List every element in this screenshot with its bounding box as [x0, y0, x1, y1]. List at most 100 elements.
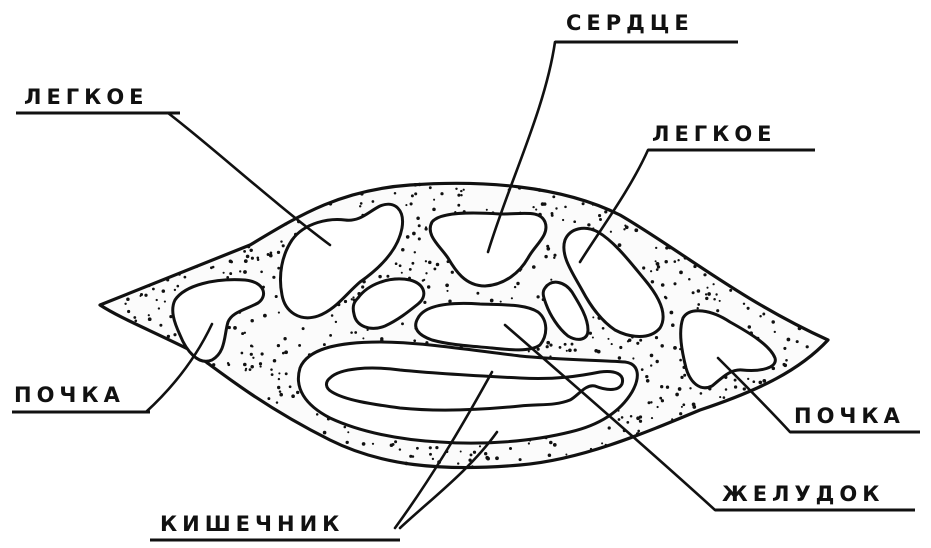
speckle-dot: [590, 448, 592, 450]
speckle-dot: [648, 401, 651, 404]
speckle-dot: [360, 192, 363, 195]
speckle-dot: [351, 298, 353, 300]
speckle-dot: [372, 200, 375, 203]
speckle-dot: [267, 397, 270, 400]
speckle-dot: [433, 199, 435, 201]
speckle-dot: [553, 443, 557, 447]
speckle-dot: [359, 205, 361, 207]
speckle-dot: [257, 259, 260, 262]
speckle-dot: [243, 363, 247, 367]
speckle-dot: [418, 224, 421, 227]
speckle-dot: [725, 388, 728, 391]
speckle-dot: [291, 394, 295, 398]
speckle-dot: [278, 372, 280, 374]
speckle-dot: [679, 359, 682, 362]
speckle-dot: [592, 204, 594, 206]
speckle-dot: [661, 399, 664, 402]
speckle-dot: [416, 217, 420, 221]
speckle-dot: [243, 250, 246, 253]
speckle-dot: [259, 362, 262, 365]
speckle-dot: [743, 303, 745, 305]
speckle-dot: [362, 337, 364, 339]
speckle-dot: [279, 393, 283, 397]
speckle-dot: [703, 273, 706, 276]
speckle-dot: [511, 297, 513, 299]
speckle-dot: [460, 194, 462, 196]
speckle-dot: [608, 426, 611, 429]
speckle-dot: [729, 289, 732, 292]
speckle-dot: [411, 262, 414, 265]
speckle-dot: [532, 206, 534, 208]
speckle-dot: [350, 331, 353, 334]
speckle-dot: [277, 386, 280, 389]
speckle-dot: [457, 194, 460, 197]
speckle-dot: [713, 283, 715, 285]
speckle-dot: [395, 262, 398, 265]
speckle-dot: [280, 240, 282, 242]
speckle-dot: [637, 430, 640, 433]
speckle-dot: [173, 333, 176, 336]
speckle-dot: [296, 391, 299, 394]
speckle-dot: [785, 359, 788, 362]
speckle-dot: [140, 293, 143, 296]
speckle-dot: [275, 295, 278, 298]
speckle-dot: [743, 387, 746, 390]
speckle-dot: [134, 319, 137, 322]
speckle-dot: [650, 364, 652, 366]
speckle-dot: [665, 246, 668, 249]
speckle-dot: [564, 343, 567, 346]
speckle-dot: [500, 301, 502, 303]
speckle-dot: [657, 265, 660, 268]
speckle-dot: [656, 268, 659, 271]
speckle-dot: [514, 286, 516, 288]
speckle-dot: [774, 331, 776, 333]
speckle-dot: [543, 202, 546, 205]
speckle-dot: [621, 416, 624, 419]
speckle-dot: [223, 272, 225, 274]
speckle-dot: [435, 446, 438, 449]
speckle-dot: [277, 344, 280, 347]
speckle-dot: [148, 314, 150, 316]
speckle-dot: [552, 195, 555, 198]
speckle-dot: [347, 431, 349, 433]
speckle-dot: [625, 226, 629, 230]
speckle-dot: [178, 273, 181, 276]
speckle-dot: [346, 441, 349, 444]
speckle-dot: [446, 290, 448, 292]
speckle-dot: [411, 194, 414, 197]
leader-lung-left: [168, 113, 330, 245]
speckle-dot: [549, 441, 553, 445]
speckle-dot: [705, 293, 707, 295]
speckle-dot: [509, 447, 512, 450]
speckle-dot: [535, 209, 537, 211]
speckle-dot: [684, 257, 687, 260]
speckle-dot: [227, 362, 229, 364]
speckle-dot: [144, 294, 147, 297]
speckle-dot: [697, 303, 700, 306]
speckle-dot: [414, 192, 417, 195]
speckle-dot: [715, 293, 717, 295]
speckle-dot: [166, 278, 169, 281]
speckle-dot: [463, 189, 465, 191]
label-kidney-left: ПОЧКА: [14, 383, 125, 407]
speckle-dot: [259, 365, 261, 367]
speckle-dot: [423, 279, 425, 281]
speckle-dot: [445, 283, 449, 287]
speckle-dot: [162, 289, 166, 293]
speckle-dot: [413, 183, 417, 187]
speckle-dot: [412, 455, 415, 458]
speckle-dot: [574, 349, 577, 352]
speckle-dot: [239, 270, 241, 272]
speckle-dot: [360, 202, 363, 205]
speckle-dot: [278, 378, 280, 380]
speckle-dot: [548, 454, 552, 458]
speckle-dot: [490, 299, 494, 303]
speckle-dot: [247, 245, 250, 248]
speckle-dot: [473, 451, 476, 454]
label-lung-right: ЛЕГКОЕ: [652, 122, 777, 146]
speckle-dot: [250, 353, 253, 356]
speckle-dot: [429, 186, 432, 189]
speckle-dot: [671, 418, 673, 420]
speckle-dot: [689, 387, 691, 389]
